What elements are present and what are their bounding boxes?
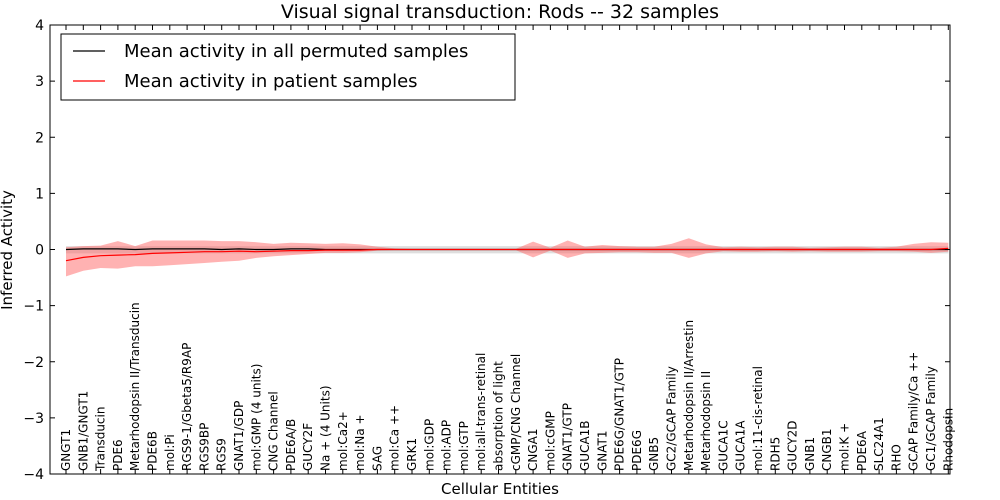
x-tick-label: CNGA1 (526, 429, 540, 472)
x-tick-label: Metarhodopsin II (699, 371, 713, 471)
x-tick-label: RGS9-1/Gbeta5/R9AP (180, 343, 194, 471)
x-tick-label: absorption of light (492, 361, 506, 471)
x-tick-label: GUCA1C (716, 420, 730, 471)
x-tick-label: GC2/GCAP Family (665, 366, 679, 471)
x-tick-label: Na + (4 Units) (319, 385, 333, 471)
x-tick-label: mol:K + (838, 423, 852, 471)
x-tick-label: PDE6B (146, 431, 160, 471)
x-tick-label: mol:GTP (457, 421, 471, 471)
chart-title: Visual signal transduction: Rods -- 32 s… (281, 1, 719, 23)
x-tick-label: CNG Channel (267, 391, 281, 471)
legend: Mean activity in all permuted samplesMea… (60, 33, 516, 101)
y-tick-label: 0 (35, 243, 44, 259)
y-axis: 4 3 2 1 0 −1 −2 −3 −4 (23, 18, 950, 483)
x-tick-label: GNB5 (647, 437, 661, 471)
y-tick-label: −3 (23, 411, 44, 427)
y-tick-label: 1 (35, 186, 44, 202)
x-tick-label: GNAT1/GDP (232, 401, 246, 471)
x-tick-label: mol:GDP (422, 419, 436, 471)
legend-label-1: Mean activity in patient samples (124, 71, 418, 92)
x-tick-label: GCAP Family/Ca ++ (907, 352, 921, 471)
series-line-1 (65, 247, 949, 262)
x-tick-label: GNAT1 (595, 430, 609, 471)
x-axis-label: Cellular Entities (441, 480, 559, 498)
x-tick-label: Metarhodopsin II/Transducin (128, 302, 142, 471)
x-tick-label: GNGT1 (59, 429, 73, 471)
series-band-1 (66, 238, 949, 277)
x-tick-label: GUCY2F (301, 423, 315, 471)
x-tick-label: PDE6 (111, 439, 125, 471)
y-tick-label: −4 (23, 467, 44, 483)
x-tick-label: mol:ADP (440, 420, 454, 471)
x-tick-label: mol:cGMP (543, 411, 557, 471)
x-tick-label: RDH5 (768, 437, 782, 471)
x-tick-label: mol:Pi (163, 434, 177, 471)
legend-box (60, 33, 516, 101)
x-tick-label: cGMP/CNG Channel (509, 354, 523, 471)
x-tick-label: GUCA1A (734, 420, 748, 471)
x-tick-label: SLC24A1 (872, 417, 886, 471)
y-tick-label: −2 (23, 355, 44, 371)
y-tick-label: −1 (23, 299, 44, 315)
x-tick-label: SAG (370, 446, 384, 471)
x-tick-label: mol:GMP (4 units) (249, 364, 263, 471)
x-tick-label: GC1/GCAP Family (924, 366, 938, 471)
x-tick-label: mol:Na + (353, 414, 367, 471)
x-tick-label: Rhodopsin (941, 408, 955, 471)
x-tick-label: RGS9 (215, 438, 229, 471)
y-tick-label: 4 (35, 18, 44, 34)
x-tick-label: RHO (889, 444, 903, 471)
x-tick-label: mol:Ca ++ (388, 405, 402, 471)
x-tick-label: GUCA1B (578, 420, 592, 471)
x-tick-label: GNB1/GNGT1 (76, 391, 90, 471)
y-tick-label: 2 (35, 130, 44, 146)
x-tick-label: GNB1 (803, 437, 817, 471)
x-tick-label: Transducin (94, 407, 108, 472)
x-tick-label: GRK1 (405, 438, 419, 471)
x-tick-label: RGS9BP (197, 423, 211, 471)
x-tick-label: mol:11-cis-retinal (751, 366, 765, 471)
x-tick-label: PDE6G/GNAT1/GTP (613, 358, 627, 471)
x-tick-label: Metarhodopsin II/Arrestin (682, 320, 696, 471)
x-tick-label: PDE6A (855, 430, 869, 471)
legend-label-0: Mean activity in all permuted samples (124, 41, 468, 62)
x-tick-label: GNAT1/GTP (561, 403, 575, 471)
y-axis-label: Inferred Activity (0, 190, 16, 310)
x-tick-label: GUCY2D (786, 421, 800, 471)
x-tick-label: mol:all-trans-retinal (474, 353, 488, 471)
x-tick-label: CNGB1 (820, 428, 834, 471)
y-tick-label: 3 (35, 74, 44, 90)
x-tick-label: PDE6G (630, 430, 644, 471)
x-tick-label: mol:Ca2+ (336, 411, 350, 471)
x-tick-label: PDE6A/B (284, 419, 298, 471)
